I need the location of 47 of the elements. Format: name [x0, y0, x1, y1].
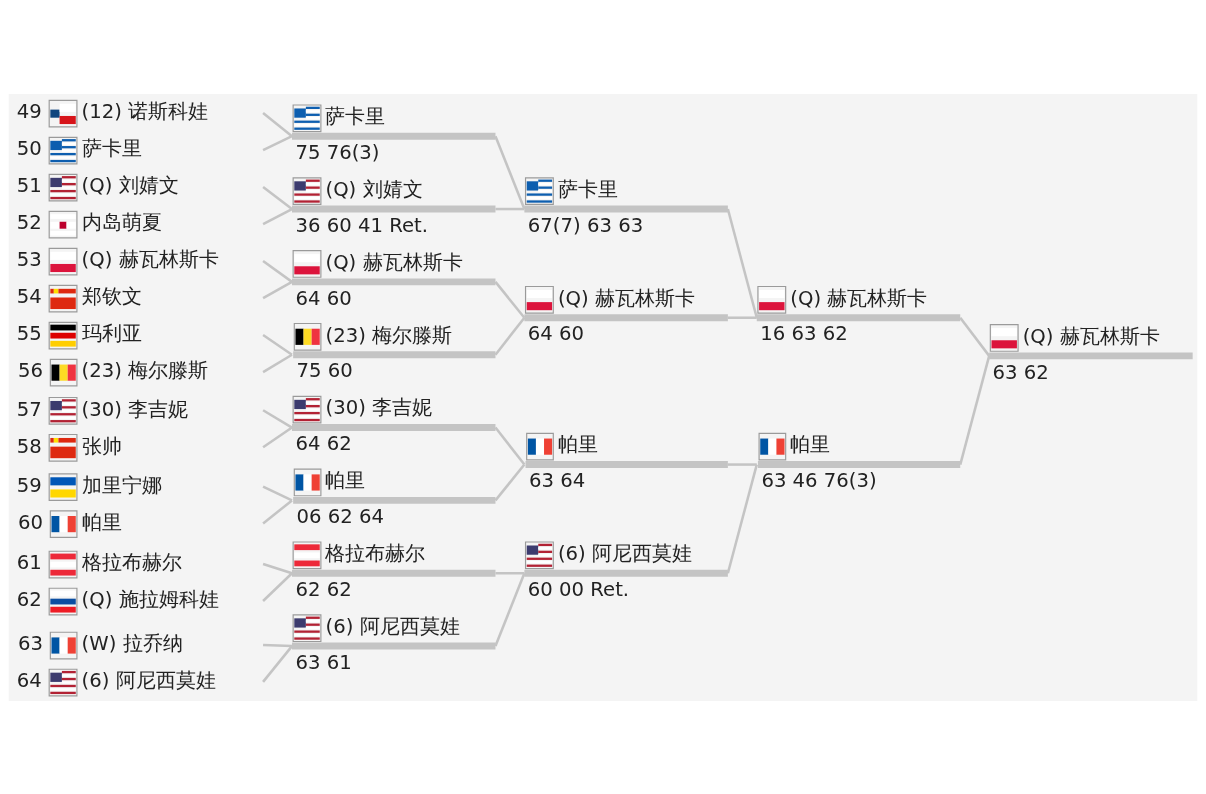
node-label: 75 60	[296, 358, 353, 382]
node-label: 63 64	[529, 468, 586, 492]
node-label: 64 62	[295, 431, 352, 455]
node-label: 06 62 64	[296, 504, 385, 528]
node-label: 64 60	[527, 321, 585, 345]
node-label: 萨卡里	[81, 136, 142, 160]
node-label: 53	[16, 247, 42, 271]
node-label: 张帅	[81, 434, 122, 458]
node-label: 60 00 Ret.	[527, 577, 630, 601]
node-label: 54	[16, 284, 42, 308]
node-label: 60	[17, 510, 43, 534]
node-label: (30) 李吉妮	[81, 397, 189, 421]
node-label: 58	[16, 434, 42, 458]
node-label: 67(7) 63 63	[527, 213, 644, 237]
node-label: 16 63 62	[760, 321, 848, 345]
node-label: 59	[16, 473, 42, 497]
node-label: 55	[16, 321, 42, 345]
node-label: 63	[17, 631, 43, 655]
node-label: 51	[16, 173, 42, 197]
node-label: 内岛萌夏	[81, 210, 162, 234]
node-label: 62	[16, 587, 42, 611]
node-label: 36 60 41 Ret.	[295, 213, 428, 237]
node-label: 加里宁娜	[81, 473, 162, 497]
node-label: 56	[17, 358, 43, 382]
node-label: (Q) 刘婧文	[81, 173, 179, 197]
node-label: 62 62	[295, 577, 352, 601]
node-label: 64	[16, 668, 42, 692]
node-label: 75 76(3)	[295, 140, 380, 164]
node-label: 57	[16, 397, 42, 421]
node-label: 63 46 76(3)	[761, 468, 877, 492]
node-label: 49	[16, 99, 42, 123]
node-label: 61	[16, 550, 42, 574]
node-label: 52	[16, 210, 42, 234]
node-label: 63 62	[992, 360, 1049, 384]
node-label: 郑钦文	[81, 284, 142, 308]
node-label: 格拉布赫尔	[81, 550, 182, 574]
node-label: 玛利亚	[81, 321, 142, 345]
node-label: (6) 阿尼西莫娃	[81, 668, 216, 692]
node-label: 50	[16, 136, 42, 160]
node-label: 63 61	[295, 650, 352, 674]
node-label: (Q) 施拉姆科娃	[81, 587, 219, 611]
node-label: 帕里	[81, 510, 122, 534]
node-label: (W) 拉乔纳	[81, 631, 183, 655]
node-label: (Q) 赫瓦林斯卡	[81, 247, 219, 271]
node-label: (23) 梅尔滕斯	[81, 358, 209, 382]
node-label: 64 60	[295, 286, 352, 310]
node-label: (12) 诺斯科娃	[81, 99, 209, 123]
